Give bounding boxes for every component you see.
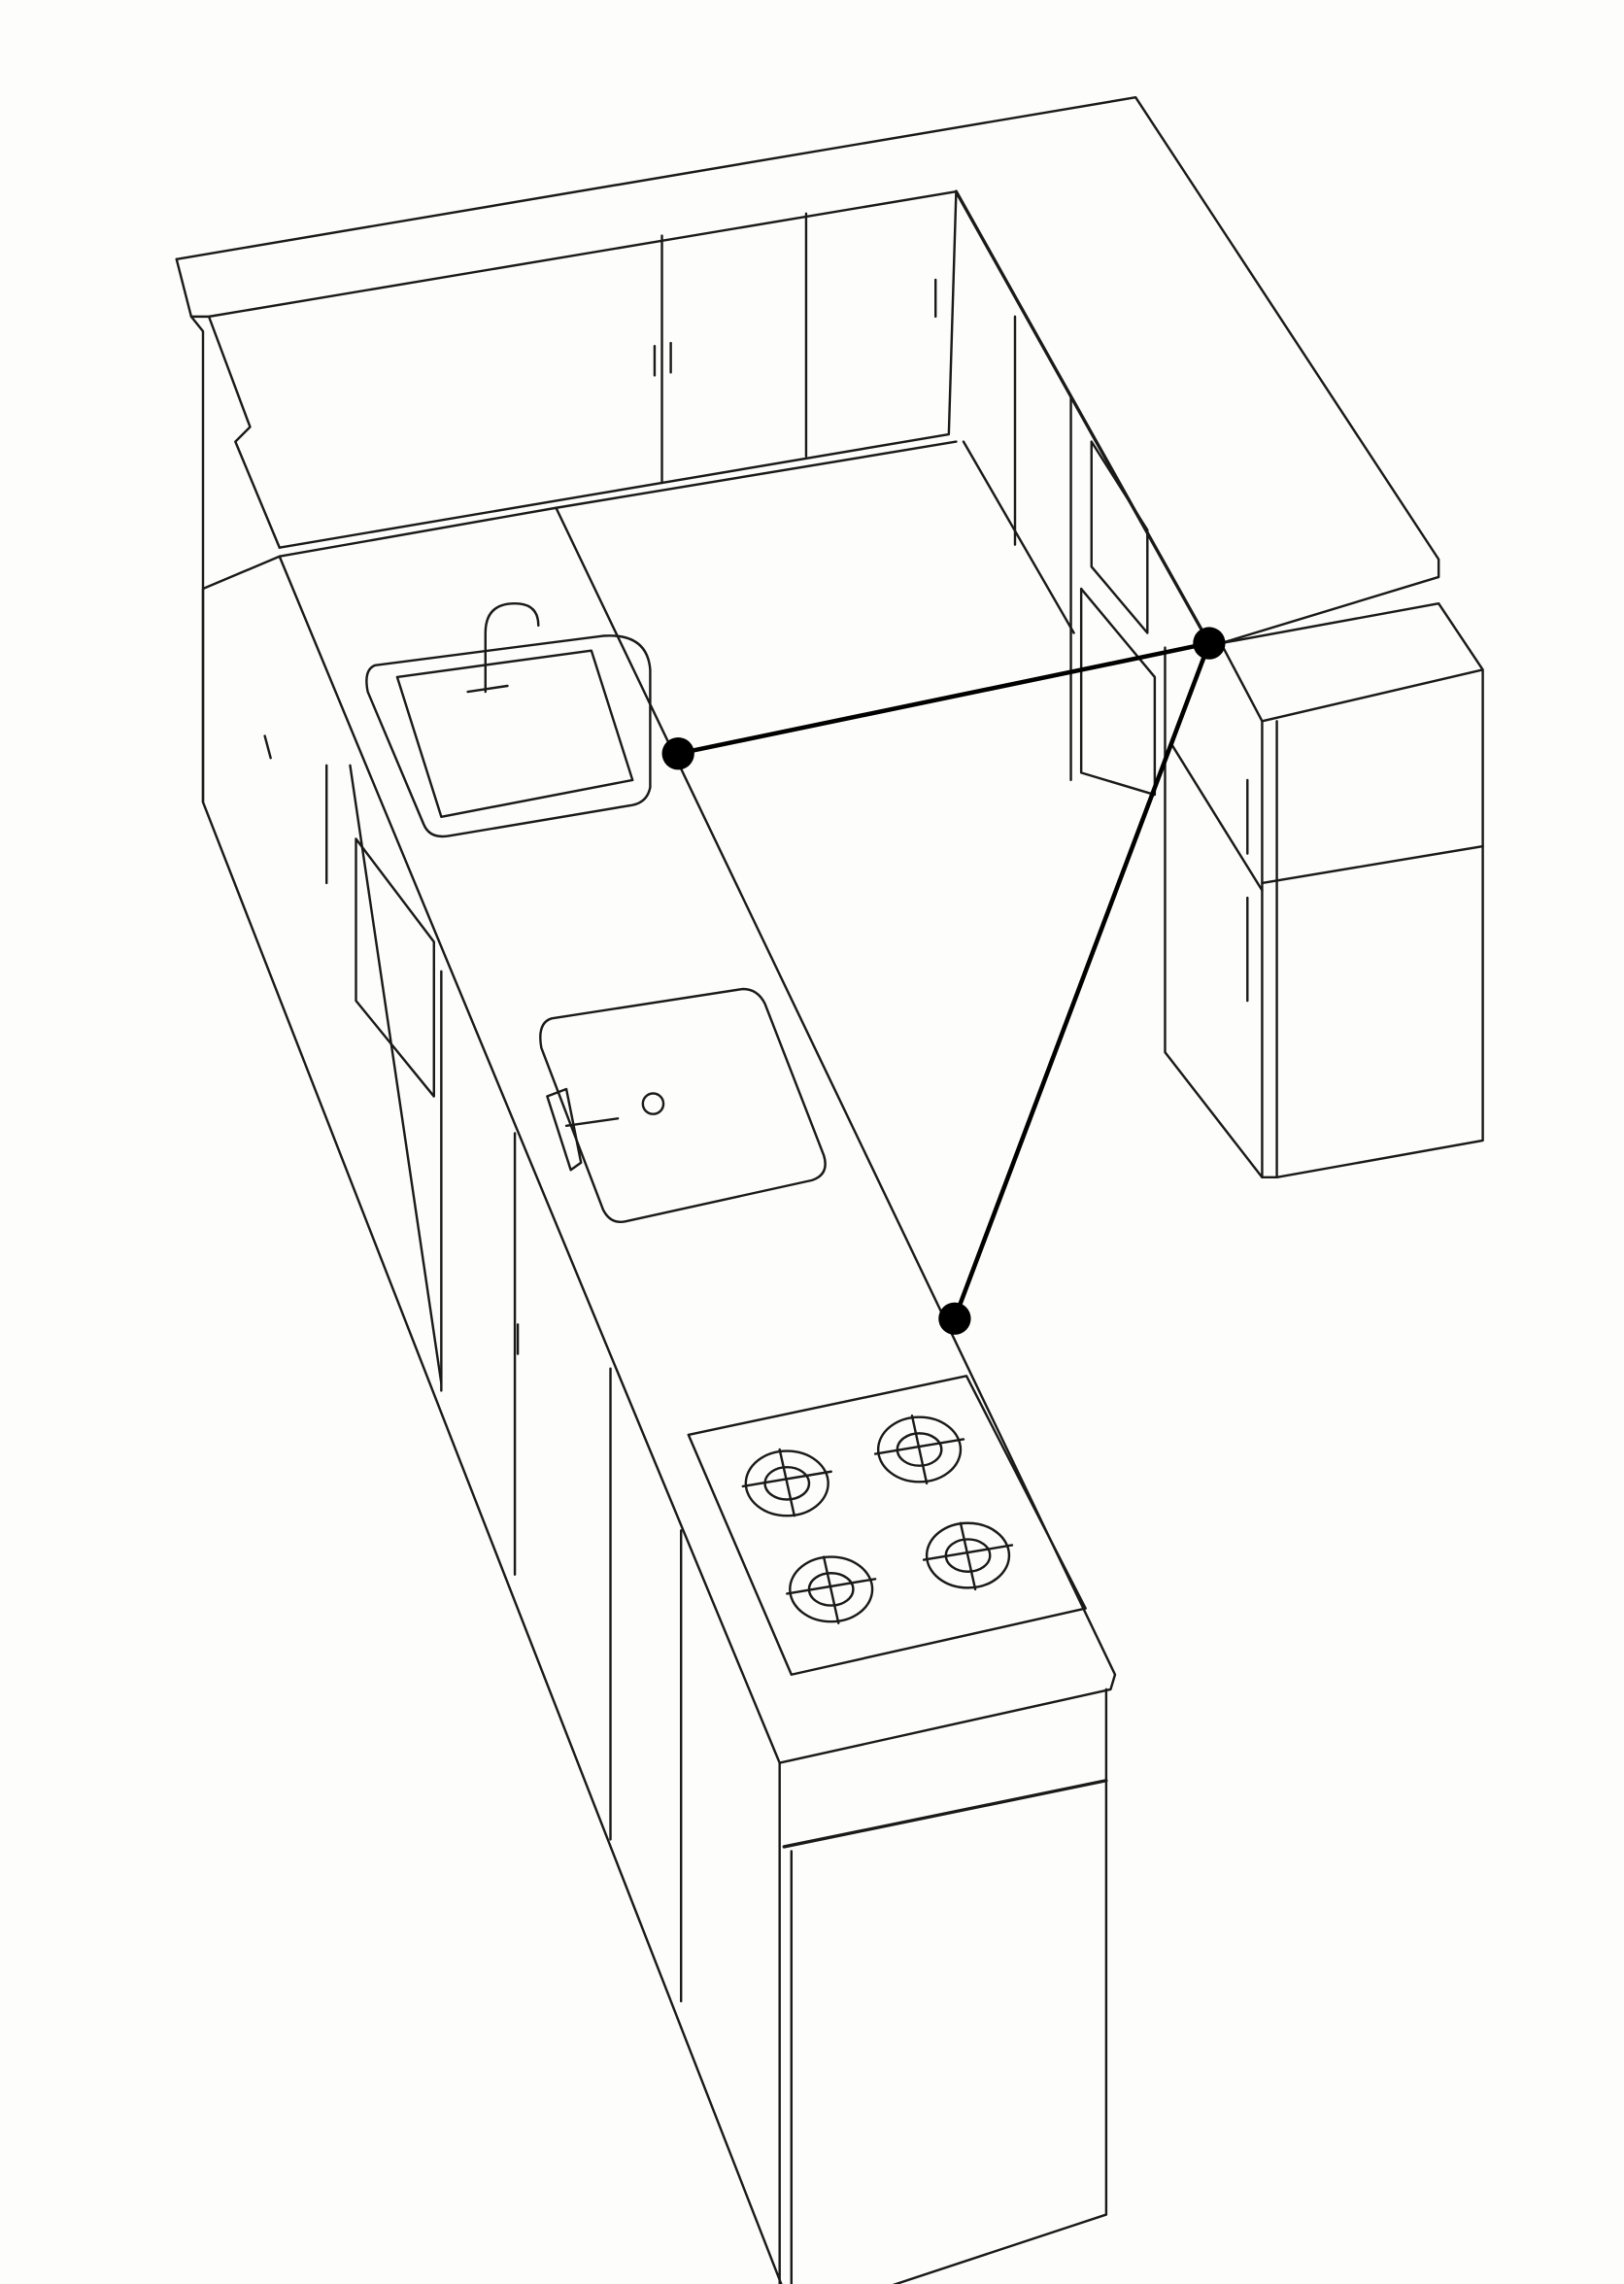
wall-ovens <box>355 440 1157 1098</box>
burner <box>741 1448 832 1517</box>
work-triangle <box>661 627 1226 1335</box>
wall-cabinets-back <box>175 95 1440 803</box>
sink-run-counter <box>201 440 1117 2284</box>
burner <box>786 1555 877 1624</box>
refrigerator-point-marker <box>1193 627 1226 660</box>
end-cabinet <box>778 1687 1108 2284</box>
burner <box>922 1521 1014 1591</box>
burner <box>873 1414 965 1485</box>
sink-1 <box>365 601 652 838</box>
sink-point-marker <box>661 737 694 770</box>
refrigerator <box>1164 601 1484 1179</box>
sink-2 <box>539 987 827 1223</box>
stove-point-marker <box>938 1302 971 1335</box>
stovetop <box>687 1375 1087 1676</box>
